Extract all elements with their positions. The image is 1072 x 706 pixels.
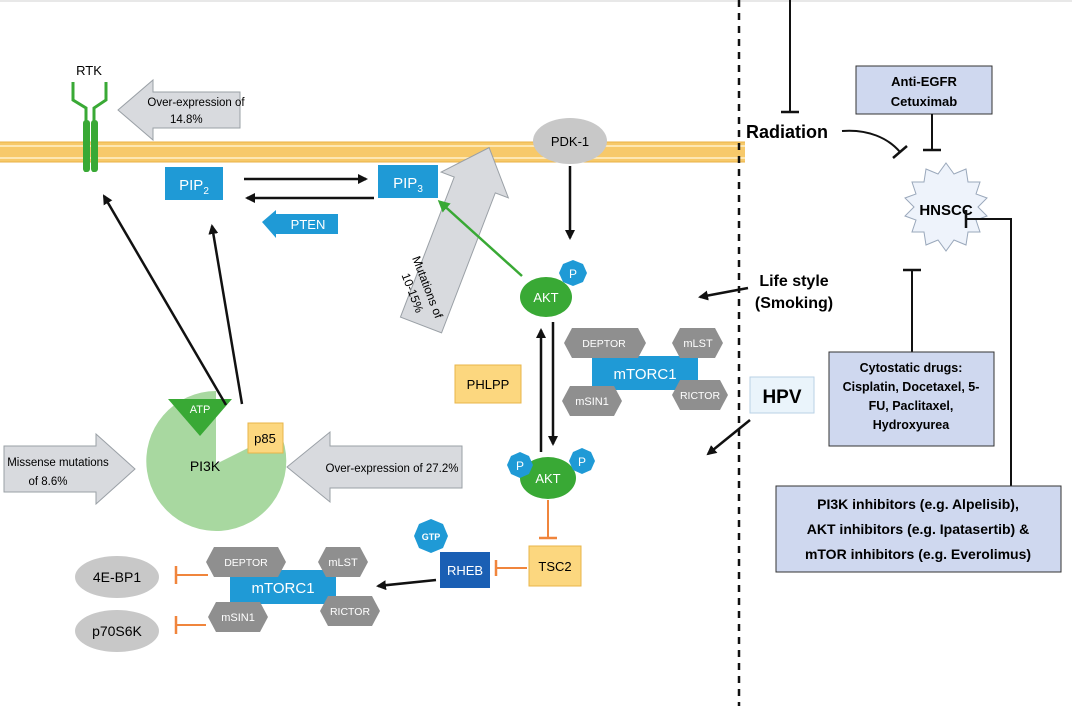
- p85-box: [247, 422, 284, 454]
- pi3k-node: [146, 391, 287, 531]
- hpv-box: [749, 376, 815, 414]
- akt-top-label: AKT: [533, 290, 558, 305]
- svg-text:mTORC1: mTORC1: [251, 580, 314, 597]
- rtk-overexpression-label-2: 14.8%: [170, 114, 203, 126]
- akt-top-phospho: [559, 260, 587, 286]
- svg-text:mLST: mLST: [328, 557, 358, 569]
- svg-text:RICTOR: RICTOR: [330, 606, 370, 618]
- rtk-overexpression-label-1: Over-expression of: [147, 97, 245, 109]
- lifestyle-label-1: Life style: [759, 273, 828, 290]
- pten-label: PTEN: [291, 217, 326, 232]
- svg-text:DEPTOR: DEPTOR: [582, 338, 626, 350]
- svg-text:mSIN1: mSIN1: [575, 396, 609, 408]
- akt-bottom-node: [520, 457, 576, 499]
- radiation-label: Radiation: [746, 122, 828, 142]
- missense-mutation-arrow: [3, 432, 136, 506]
- mtorc1-upper-complex: mTORC1 DEPTOR mLST mSIN1 RICTOR: [562, 328, 728, 416]
- svg-text:FU, Paclitaxel,: FU, Paclitaxel,: [869, 399, 954, 413]
- pip2-box: [165, 167, 223, 200]
- 4ebp1-label: 4E-BP1: [93, 569, 141, 585]
- akt-bottom-phospho-right: [569, 448, 595, 474]
- rheb-box: [440, 552, 490, 588]
- svg-text:DEPTOR: DEPTOR: [224, 557, 268, 569]
- cell-membrane: [0, 141, 745, 163]
- cytostatic-drugs-box: [828, 351, 995, 447]
- lifestyle-label-2: (Smoking): [755, 295, 833, 312]
- svg-text:P: P: [578, 455, 586, 469]
- missense-label-2: of 8.6%: [29, 476, 68, 488]
- p70s6k-node: [75, 610, 159, 652]
- pip2-label: PIP2: [179, 177, 209, 197]
- rheb-label: RHEB: [447, 563, 483, 578]
- p70s6k-label: p70S6K: [92, 623, 142, 639]
- pdk1-label: PDK-1: [551, 134, 589, 149]
- svg-text:Cisplatin, Docetaxel, 5-: Cisplatin, Docetaxel, 5-: [843, 380, 980, 394]
- hnscc-label: HNSCC: [919, 202, 973, 219]
- svg-text:Cytostatic drugs:: Cytostatic drugs:: [860, 361, 963, 375]
- svg-text:mTOR inhibitors (e.g. Everolim: mTOR inhibitors (e.g. Everolimus): [805, 546, 1031, 562]
- rtk-receptor: [71, 82, 108, 172]
- pten-arrow-box: [262, 210, 338, 238]
- phlpp-label: PHLPP: [467, 377, 510, 392]
- pip3-label: PIP3: [393, 175, 423, 195]
- svg-text:mLST: mLST: [683, 338, 713, 350]
- pdk1-node: [533, 118, 607, 164]
- hnscc-starburst: [904, 162, 988, 252]
- pi3k-overexpression-arrow: [286, 430, 463, 504]
- svg-text:P: P: [569, 267, 577, 281]
- rtk-label: RTK: [76, 63, 102, 78]
- svg-text:PI3K inhibitors (e.g. Alpelisi: PI3K inhibitors (e.g. Alpelisib),: [817, 496, 1019, 512]
- svg-text:Hydroxyurea: Hydroxyurea: [873, 418, 950, 432]
- pi3k-label: PI3K: [190, 458, 221, 474]
- atp-label: ATP: [190, 404, 211, 416]
- atp-triangle: [168, 399, 232, 436]
- targeted-inhibitors-box: [775, 485, 1062, 573]
- 4ebp1-node: [75, 556, 159, 598]
- rtk-overexpression-arrow: [117, 78, 241, 142]
- akt-bottom-phospho-left: [507, 452, 533, 478]
- mtorc1-lower-complex: mTORC1 DEPTOR mLST mSIN1 RICTOR: [206, 547, 380, 632]
- akt-bottom-label: AKT: [535, 471, 560, 486]
- tsc2-label: TSC2: [538, 559, 571, 574]
- pi3k-overexpression-label: Over-expression of 27.2%: [326, 463, 459, 475]
- svg-text:mSIN1: mSIN1: [221, 612, 255, 624]
- hpv-label: HPV: [762, 387, 801, 408]
- gtp-badge: [414, 519, 448, 553]
- svg-text:P: P: [516, 459, 524, 473]
- anti-egfr-label-2: Cetuximab: [891, 94, 958, 109]
- svg-text:mTORC1: mTORC1: [613, 366, 676, 383]
- svg-text:AKT inhibitors (e.g. Ipatasert: AKT inhibitors (e.g. Ipatasertib) &: [807, 521, 1029, 537]
- pip3-mutation-arrow: [399, 146, 510, 334]
- svg-text:RICTOR: RICTOR: [680, 390, 720, 402]
- svg-text:GTP: GTP: [422, 532, 441, 542]
- p85-label: p85: [254, 431, 276, 446]
- akt-top-node: [520, 277, 572, 317]
- missense-label-1: Missense mutations: [7, 457, 109, 469]
- tsc2-box: [528, 545, 582, 587]
- pip3-box: [378, 165, 438, 198]
- anti-egfr-box: [855, 65, 993, 115]
- phlpp-box: [454, 364, 522, 404]
- anti-egfr-label-1: Anti-EGFR: [891, 74, 957, 89]
